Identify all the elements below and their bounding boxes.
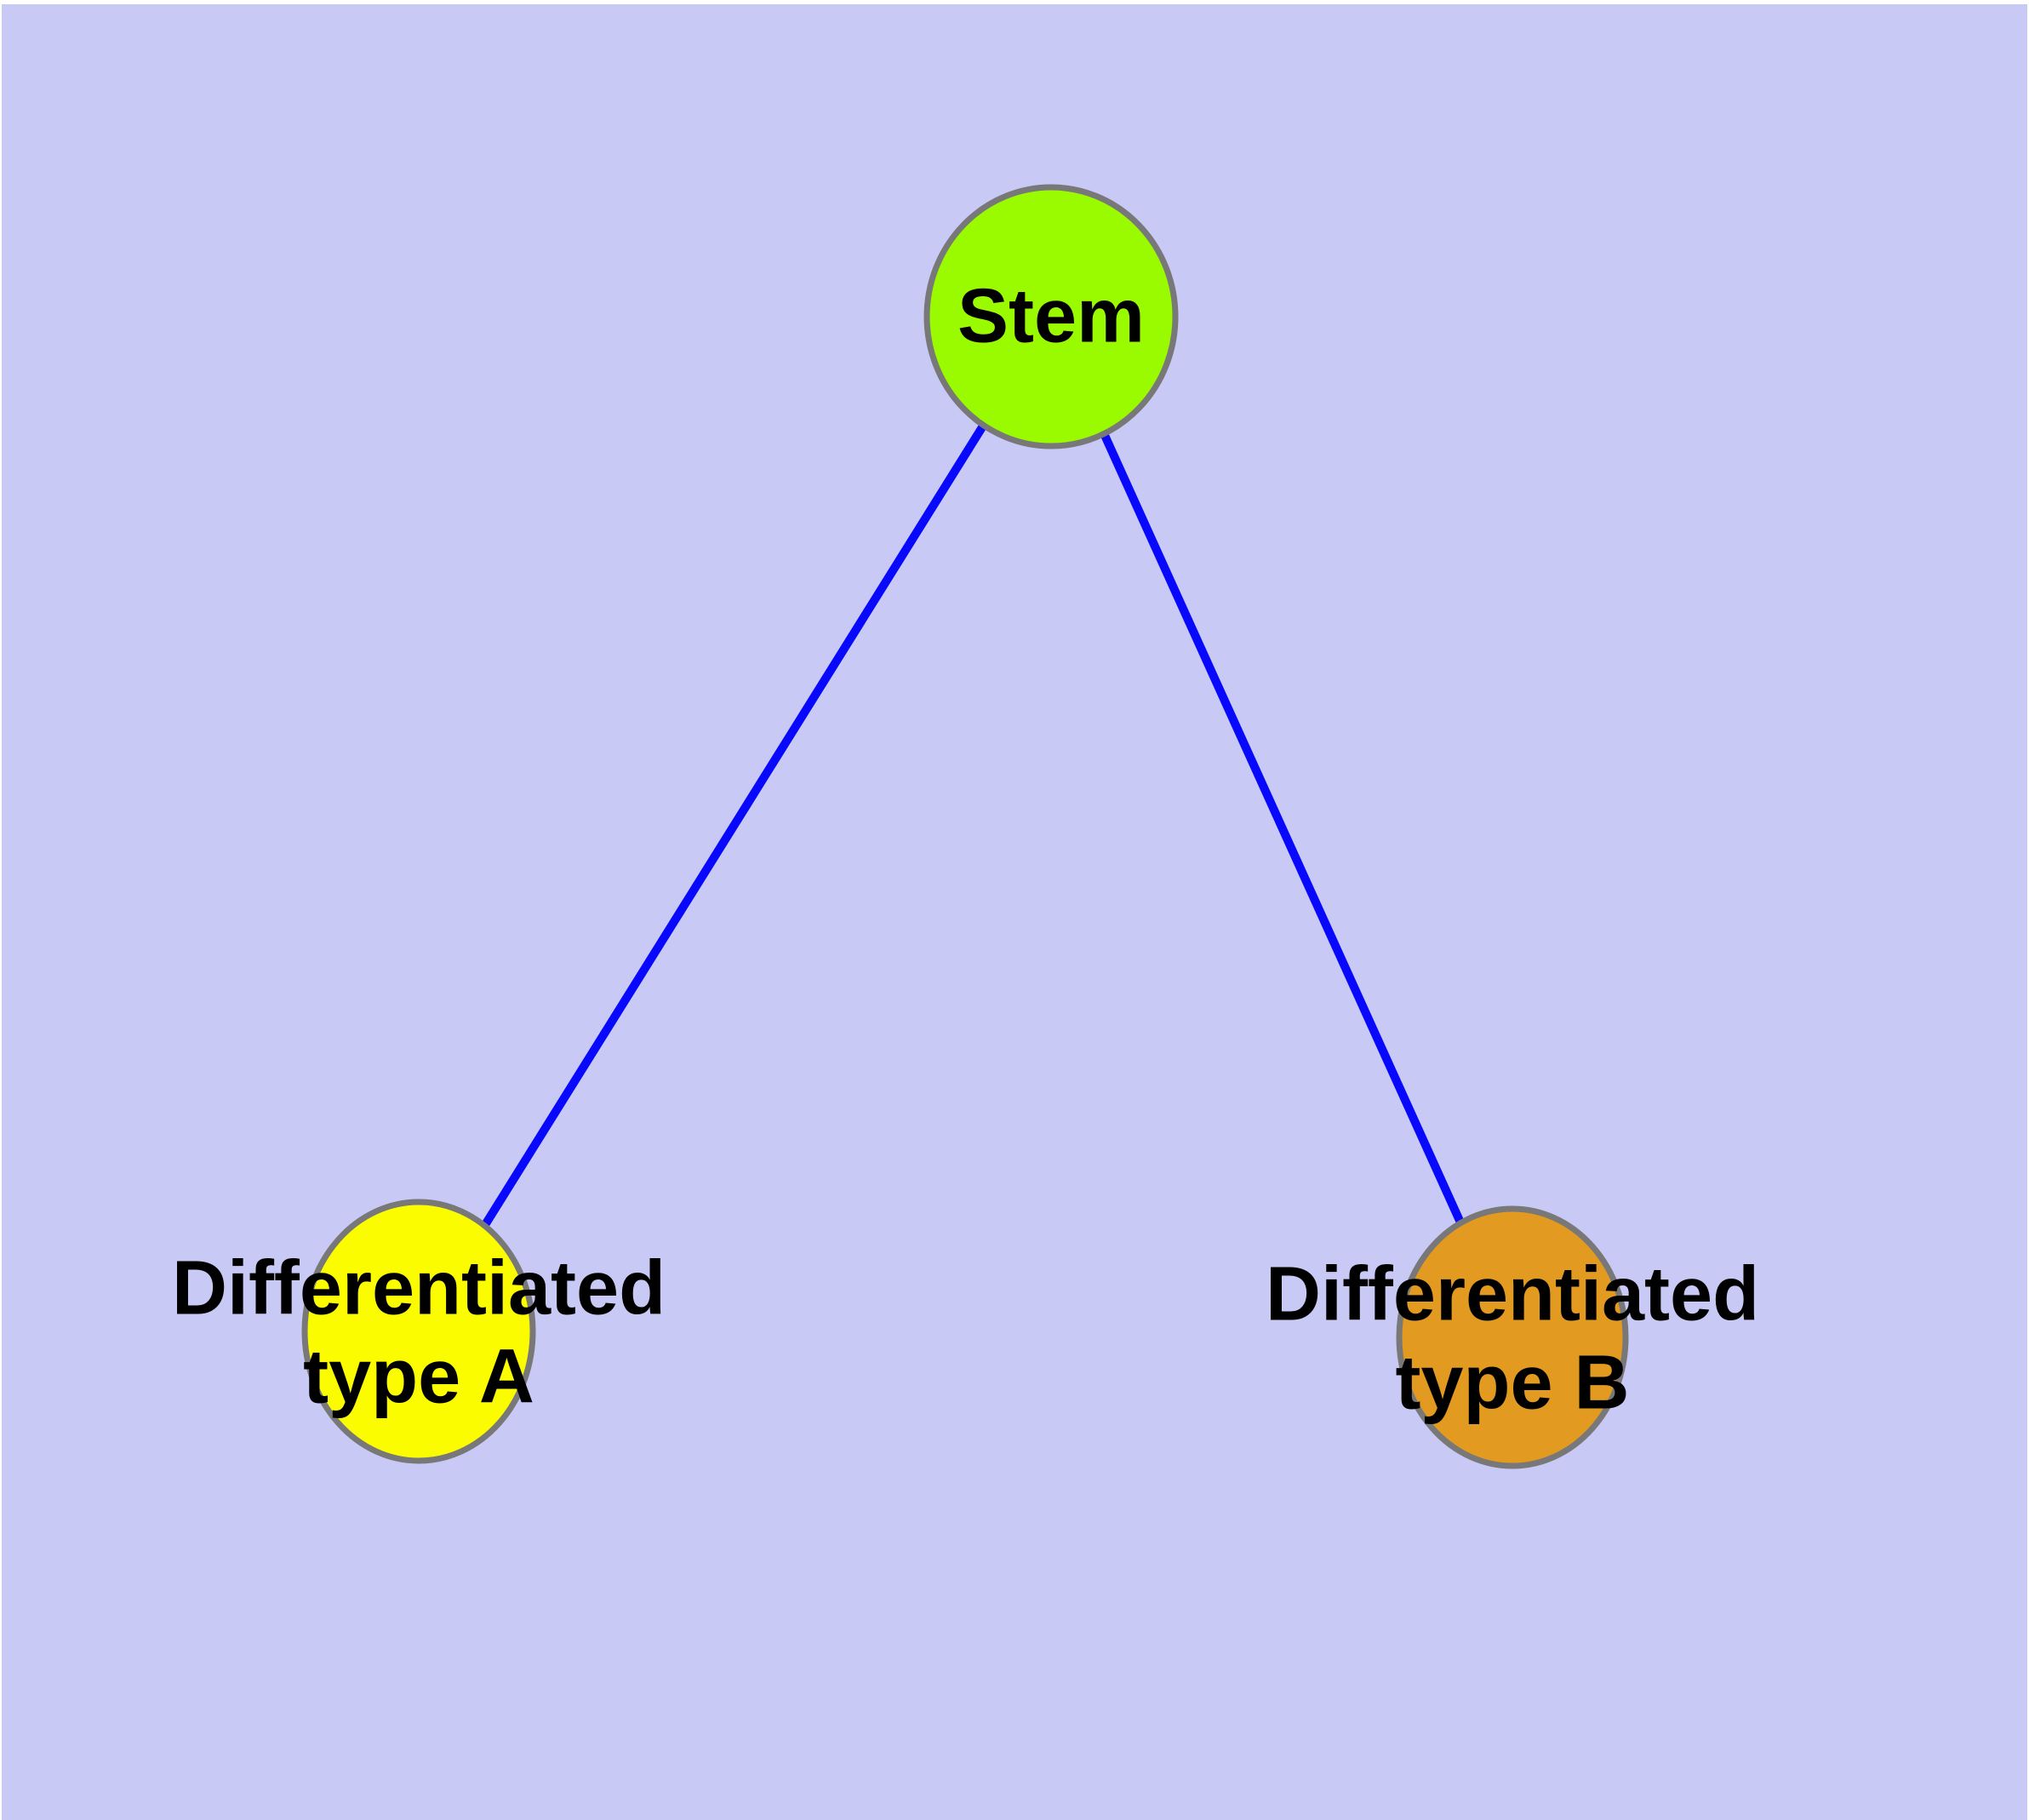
node-stem-label: Stem: [957, 273, 1146, 359]
node-type-a: [301, 1199, 536, 1464]
edge-stem-to-type-a: [414, 314, 1055, 1334]
node-type-b: [1396, 1205, 1629, 1469]
node-type-a-label: Differentiated type A: [171, 1245, 666, 1420]
edge-stem-to-type-b: [1047, 314, 1517, 1340]
node-stem: [923, 184, 1179, 449]
node-type-b-label: Differentiated type B: [1265, 1251, 1760, 1426]
